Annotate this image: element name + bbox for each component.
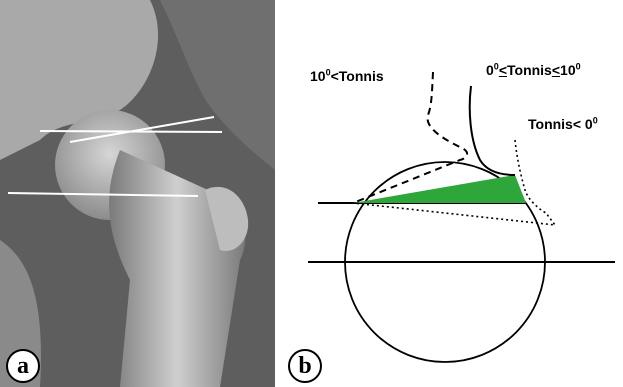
tonnis-angle-wedge: [353, 175, 526, 203]
pelvis-xray-image: [0, 0, 275, 387]
panel-a-badge: a: [6, 349, 40, 383]
normal-tonnis-label: 00<Tonnis<100: [486, 62, 581, 78]
panel-b-badge: b: [288, 349, 322, 383]
positive-tonnis-label: 100<Tonnis: [310, 68, 384, 84]
tonnis-angle-diagram: [284, 0, 623, 387]
negative-tonnis-label: Tonnis< 00: [528, 116, 598, 132]
normal-tonnis-curve: [470, 86, 515, 175]
positive-tonnis-curve: [353, 72, 467, 203]
